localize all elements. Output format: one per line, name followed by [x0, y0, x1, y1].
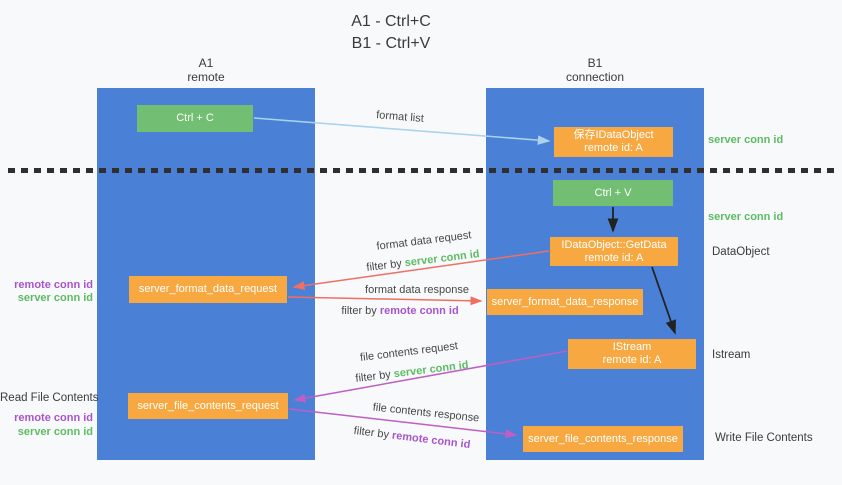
node-file-request-label: server_file_contents_request: [137, 399, 279, 412]
side-label-read-file-contents: Read File Contents: [0, 392, 99, 404]
side-label-remote-conn-id-top: remote conn id: [14, 279, 93, 291]
format-data-request-text: format data request: [375, 229, 473, 253]
remote-conn-id-text: remote conn id: [391, 429, 471, 452]
diagram-title: A1 - Ctrl+C B1 - Ctrl+V: [0, 11, 782, 55]
edge-label-format-list: format list: [376, 109, 424, 125]
node-istream-line1: IStream: [612, 341, 652, 353]
node-istream: IStream remote id: A: [568, 339, 696, 369]
node-getdata-line1: IDataObject::GetData: [561, 238, 667, 251]
side-label-dataobject: DataObject: [712, 246, 770, 258]
side-label-server-conn-id-mid: server conn id: [708, 211, 784, 223]
node-ctrl-v: Ctrl + V: [553, 180, 673, 206]
format-data-response-text: format data response: [365, 284, 469, 296]
node-ctrl-v-label: Ctrl + V: [594, 186, 632, 199]
node-save-idataobject-line1: 保存IDataObject: [573, 129, 654, 141]
filter-by-text: filter by: [341, 305, 380, 317]
edge-label-filter-remote-conn-id-1: filter by remote conn id: [341, 305, 458, 317]
lane-a1-id: A1: [198, 56, 214, 70]
arrow-format-data-response: [287, 296, 483, 306]
server-conn-id-text: server conn id: [404, 248, 481, 270]
filter-by-text: filter by: [365, 257, 406, 274]
node-format-response-label: server_format_data_response: [491, 295, 639, 308]
title-line-1: A1 - Ctrl+C: [351, 13, 431, 30]
edge-label-file-contents-response: file contents response: [372, 401, 480, 424]
file-contents-request-text: file contents request: [359, 340, 459, 364]
dotted-divider-line: [8, 168, 834, 173]
side-label-server-conn-id-left-top: server conn id: [17, 292, 93, 304]
side-label-write-file-contents: Write File Contents: [715, 432, 813, 444]
node-getdata-line2: remote id: A: [584, 251, 644, 264]
lane-b1-id: B1: [587, 56, 603, 70]
node-save-idataobject-line2: remote id: A: [584, 142, 643, 154]
node-ctrl-c-label: Ctrl + C: [176, 112, 214, 124]
side-label-server-conn-id-top: server conn id: [708, 134, 784, 146]
node-server-file-contents-response: server_file_contents_response: [523, 426, 683, 452]
node-server-format-data-response: server_format_data_response: [487, 289, 643, 315]
filter-by-text: filter by: [353, 424, 393, 442]
filter-by-text: filter by: [354, 368, 395, 385]
title-line-2: B1 - Ctrl+V: [351, 35, 431, 52]
node-istream-line2: remote id: A: [602, 354, 662, 366]
node-server-file-contents-request: server_file_contents_request: [128, 393, 288, 419]
node-idataobject-getdata: IDataObject::GetData remote id: A: [550, 237, 678, 266]
node-file-response-label: server_file_contents_response: [528, 432, 678, 445]
side-label-server-conn-id-left-bottom: server conn id: [17, 426, 93, 438]
lane-header-b1: B1 connection: [525, 56, 665, 84]
side-label-istream: Istream: [712, 349, 751, 361]
edge-label-file-contents-request: file contents request: [359, 340, 458, 364]
edge-label-filter-server-conn-id-2: filter by server conn id: [355, 359, 469, 385]
lane-a1-role: remote: [187, 70, 225, 84]
lane-b1-role: connection: [565, 70, 625, 84]
edge-label-filter-remote-conn-id-2: filter by remote conn id: [353, 425, 471, 451]
node-save-idataobject: 保存IDataObject remote id: A: [554, 127, 673, 157]
node-ctrl-c: Ctrl + C: [137, 105, 253, 132]
node-server-format-data-request: server_format_data_request: [129, 276, 287, 303]
server-conn-id-text: server conn id: [393, 359, 470, 381]
lane-header-a1: A1 remote: [136, 56, 276, 84]
edge-label-format-data-response: format data response: [365, 284, 469, 296]
node-format-request-label: server_format_data_request: [138, 283, 278, 295]
format-list-text: format list: [375, 109, 425, 125]
edge-label-format-data-request: format data request: [376, 229, 472, 253]
file-contents-response-text: file contents response: [372, 401, 480, 425]
remote-conn-id-text: remote conn id: [379, 305, 459, 317]
side-label-remote-conn-id-bottom: remote conn id: [14, 412, 93, 424]
